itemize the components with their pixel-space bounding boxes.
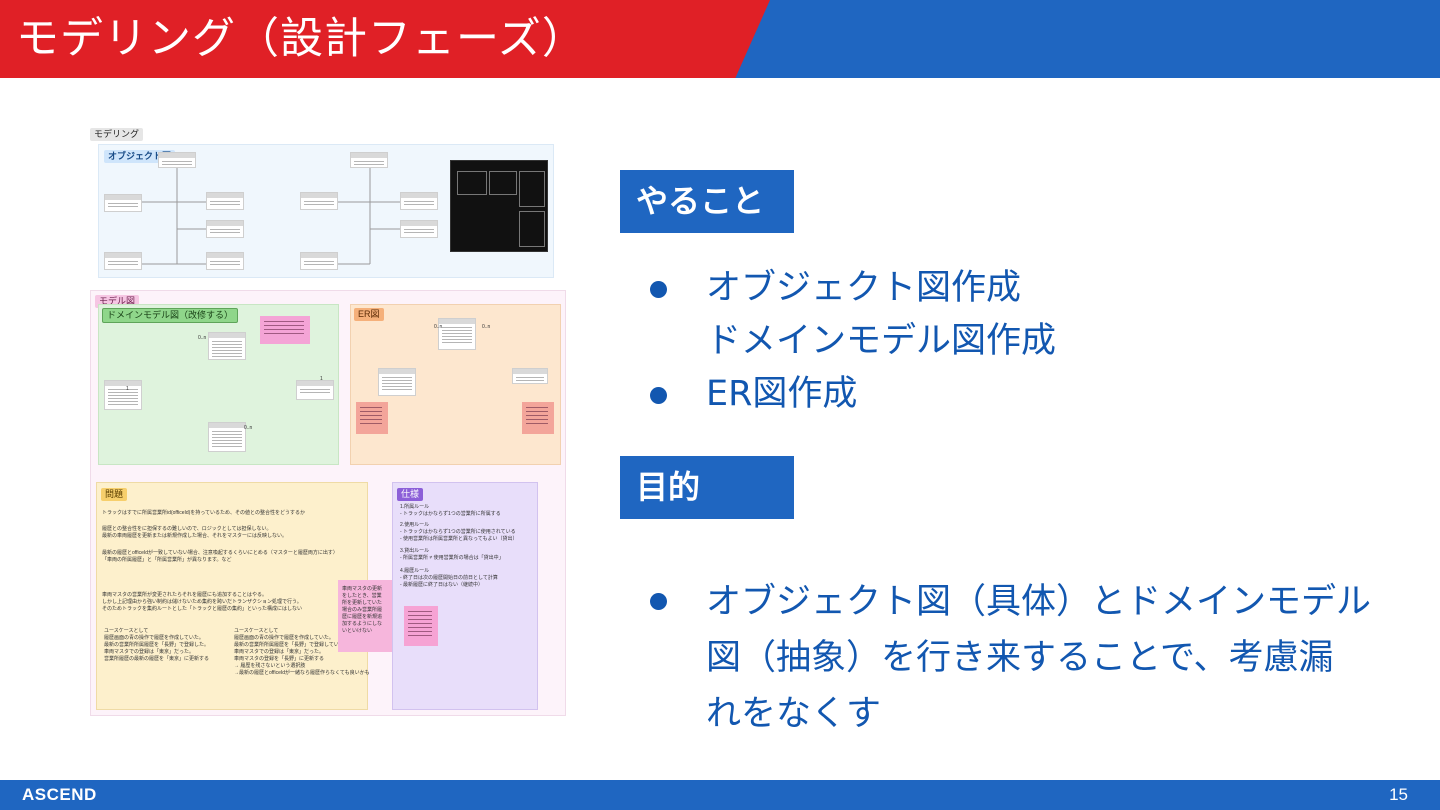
purpose-item: オブジェクト図（具体）とドメインモデル 図（抽象）を行き来することで、考慮漏 れ… xyxy=(650,574,1372,742)
object-box xyxy=(206,192,244,210)
modeling-tag: モデリング xyxy=(90,128,144,141)
domain-entity-box xyxy=(208,332,246,360)
title-bar: モデリング（設計フェーズ） xyxy=(0,0,1440,78)
domain-model-tag: ドメインモデル図（改修する） xyxy=(102,308,239,323)
domain-entity-box xyxy=(208,422,246,452)
purpose-item-line: 図（抽象）を行き来することで、考慮漏 xyxy=(706,638,1334,678)
er-table-box xyxy=(512,368,548,384)
er-table-box xyxy=(378,368,416,396)
spec-tag: 仕様 xyxy=(397,488,424,501)
spec-note-4: 4.履歴ルール - 終了日は次の履歴開始日の前日として計算 - 最新履歴に終了日… xyxy=(400,568,498,588)
multiplicity-label: 0..n xyxy=(198,335,207,341)
purpose-list: オブジェクト図（具体）とドメインモデル 図（抽象）を行き来することで、考慮漏 れ… xyxy=(650,574,1372,742)
object-box xyxy=(400,220,438,238)
problem-note-4: 車両マスタの営業所が変更されたらそれを履歴にも追加することはやる。 しかし上記理… xyxy=(102,592,303,612)
footer-bar: ASCEND 15 xyxy=(0,780,1440,810)
er-sticky-note xyxy=(522,402,554,434)
object-diagram-tag: オブジェクト図 xyxy=(104,150,176,163)
er-diagram-tag: ER図 xyxy=(354,308,384,321)
purpose-item-line: オブジェクト図（具体）とドメインモデル xyxy=(706,582,1372,622)
multiplicity-label: 1 xyxy=(320,376,323,382)
object-box xyxy=(206,252,244,270)
problem-tag: 問題 xyxy=(101,488,128,501)
spec-note-2: 2.使用ルール - トラックはかならず1つの営業所に使用されている - 使用営業… xyxy=(400,522,518,542)
todo-item-line: ER図作成 xyxy=(706,374,858,414)
er-table-box xyxy=(438,318,476,350)
object-box xyxy=(300,252,338,270)
multiplicity-label: 0..n xyxy=(244,425,253,431)
todo-item: ER図作成 xyxy=(650,368,1056,421)
multiplicity-label: 1 xyxy=(126,386,129,392)
object-box xyxy=(350,152,388,168)
domain-sticky-note xyxy=(260,316,310,344)
problem-note-2: 履歴との整合性をに担保するの難しいので、ロジックとしては担保しない。 最新の車両… xyxy=(102,526,288,539)
object-box xyxy=(158,152,196,168)
spec-note-3: 3.貸出ルール - 所属営業所 ≠ 使用営業所の場合は「貸出中」 xyxy=(400,548,504,561)
domain-entity-box xyxy=(104,380,142,410)
todo-heading: やること xyxy=(620,170,794,233)
todo-list: オブジェクト図作成 ドメインモデル図作成 ER図作成 xyxy=(650,262,1056,421)
object-box xyxy=(300,192,338,210)
vehicle-master-sticky xyxy=(338,580,392,652)
object-box xyxy=(104,252,142,270)
todo-item-line: オブジェクト図作成 xyxy=(706,268,1022,308)
todo-item: オブジェクト図作成 ドメインモデル図作成 xyxy=(650,262,1056,368)
object-box xyxy=(206,220,244,238)
problem-note-3: 最新の履歴とofficeIdが一致していない場合、注意喚起するくらいにとめる（マ… xyxy=(102,550,338,563)
purpose-heading: 目的 xyxy=(620,456,794,519)
purpose-item-line: れをなくす xyxy=(706,694,882,734)
todo-item-line: ドメインモデル図作成 xyxy=(706,321,1057,361)
use-case-note-1: ユースケースとして 履歴画面の青の操作で履歴を作成していた。 最新の営業所所属履… xyxy=(104,628,210,662)
modeling-board-image: モデリング オブジェクト図 xyxy=(88,122,568,718)
vehicle-master-sticky-text: 車両マスタの更新 をしたとき、営業 所を更新していた 場合のみ営業所履 歴に履歴… xyxy=(342,586,383,634)
domain-entity-box xyxy=(296,380,334,400)
multiplicity-label: 0..n xyxy=(482,324,491,330)
ascend-logo: ASCEND xyxy=(22,785,97,804)
problem-note-1: トラックはすでに所属営業所id(officeId)を持っているため、その値との整… xyxy=(102,510,306,516)
object-box xyxy=(400,192,438,210)
spec-note-1: 1.所属ルール - トラックはかならず1つの営業所に所属する xyxy=(400,504,501,517)
multiplicity-label: 0..n xyxy=(434,324,443,330)
slide-title: モデリング（設計フェーズ） xyxy=(16,14,586,64)
page-number: 15 xyxy=(1389,785,1408,804)
er-sticky-note xyxy=(356,402,388,434)
spec-frame xyxy=(392,482,538,710)
use-case-note-2: ユースケースとして 履歴画面の青の操作で履歴を作成していた。 最新の営業所所属履… xyxy=(234,628,370,676)
dark-code-panel xyxy=(450,160,548,252)
object-box xyxy=(104,194,142,212)
spec-sticky-note xyxy=(404,606,438,646)
title-bar-red-band xyxy=(0,0,770,78)
